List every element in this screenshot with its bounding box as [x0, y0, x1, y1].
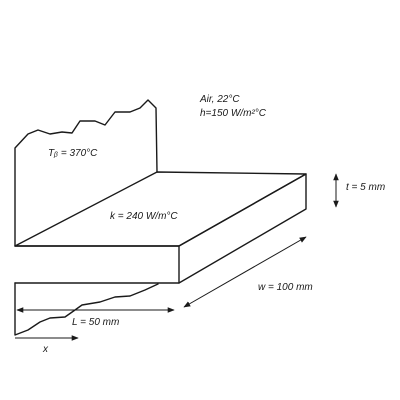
conductivity-label: k = 240 W/m°C — [110, 211, 178, 222]
fin-left-face — [14, 245, 180, 284]
air-label: Air, 22°C — [199, 94, 240, 105]
width-label: w = 100 mm — [258, 282, 313, 293]
fin-front-face — [178, 173, 307, 284]
base-temperature-label: Tᵦ = 370°C — [48, 148, 98, 159]
base-wall — [14, 99, 158, 247]
x-axis-label: x — [42, 344, 49, 355]
length-label: L = 50 mm — [72, 317, 119, 328]
thickness-label: t = 5 mm — [346, 182, 385, 193]
heat-transfer-coefficient-label: h=150 W/m²°C — [200, 108, 267, 119]
width-dimension — [183, 236, 307, 308]
